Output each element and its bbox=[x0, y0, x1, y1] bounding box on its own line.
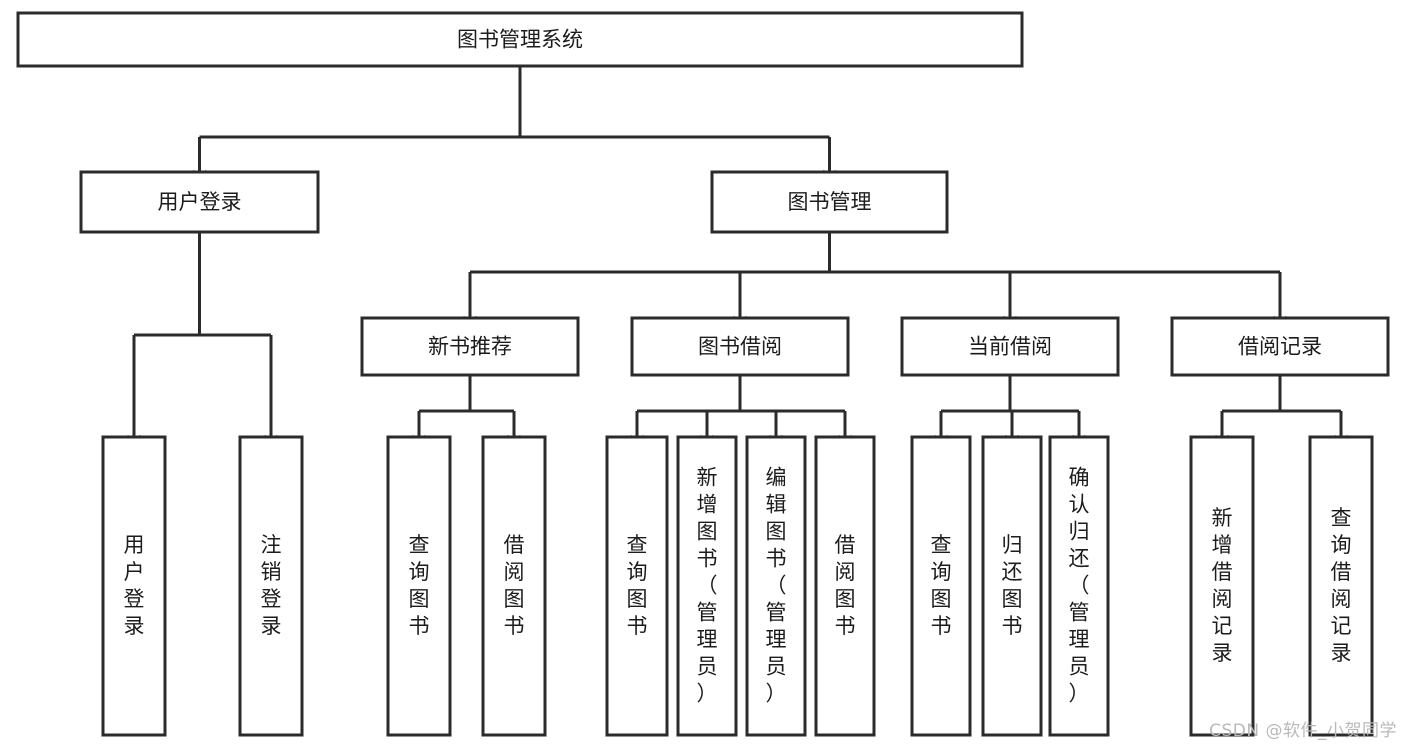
node-leaf-add-book[interactable]: 新增图书（管理员） bbox=[676, 435, 738, 737]
node-leaf-edit-book[interactable]: 编辑图书（管理员） bbox=[745, 435, 807, 737]
node-leaf-edit-book-label: 编辑图书（管理员） bbox=[766, 466, 787, 706]
node-leaf-query-book-2-rect[interactable] bbox=[605, 435, 669, 737]
node-user-login-rect[interactable] bbox=[79, 170, 320, 234]
node-leaf-borrow-book-2[interactable]: 借阅图书 bbox=[814, 435, 876, 737]
node-leaf-borrow-book-2-rect[interactable] bbox=[814, 435, 876, 737]
node-leaf-user-login[interactable]: 用户登录 bbox=[101, 435, 167, 737]
node-leaf-query-book-3-label: 查询图书 bbox=[931, 533, 952, 638]
node-leaf-add-record-rect[interactable] bbox=[1189, 435, 1255, 737]
node-leaf-query-book-3[interactable]: 查询图书 bbox=[910, 435, 972, 737]
node-borrow-record-label: 借阅记录 bbox=[1238, 335, 1322, 359]
node-leaf-return-book[interactable]: 归还图书 bbox=[981, 435, 1043, 737]
node-leaf-query-book-2-label: 查询图书 bbox=[627, 533, 648, 638]
node-borrow-record[interactable]: 借阅记录 bbox=[1170, 316, 1390, 377]
node-current-borrow-label: 当前借阅 bbox=[968, 335, 1052, 359]
node-book-borrow-label: 图书借阅 bbox=[698, 335, 782, 359]
node-leaf-add-record-label: 新增借阅记录 bbox=[1212, 506, 1233, 665]
connector-layer bbox=[127, 66, 1348, 446]
node-book-manage-rect[interactable] bbox=[710, 170, 949, 234]
node-leaf-borrow-book-1[interactable]: 借阅图书 bbox=[481, 435, 547, 737]
node-current-borrow-rect[interactable] bbox=[900, 316, 1120, 377]
node-leaf-edit-book-rect[interactable] bbox=[745, 435, 807, 737]
node-leaf-user-login-label: 用户登录 bbox=[124, 533, 145, 638]
node-user-login[interactable]: 用户登录 bbox=[79, 170, 320, 234]
node-user-login-label: 用户登录 bbox=[158, 190, 242, 214]
node-leaf-user-login-rect[interactable] bbox=[101, 435, 167, 737]
node-root-rect[interactable] bbox=[16, 11, 1024, 68]
node-leaf-confirm-return-label: 确认归还（管理员） bbox=[1069, 466, 1090, 706]
node-new-book-recommend[interactable]: 新书推荐 bbox=[360, 316, 580, 377]
node-leaf-return-book-label: 归还图书 bbox=[1002, 533, 1023, 638]
node-leaf-logout-label: 注销登录 bbox=[261, 533, 282, 638]
node-book-manage[interactable]: 图书管理 bbox=[710, 170, 949, 234]
node-leaf-confirm-return[interactable]: 确认归还（管理员） bbox=[1048, 435, 1110, 737]
node-current-borrow[interactable]: 当前借阅 bbox=[900, 316, 1120, 377]
node-leaf-borrow-book-1-rect[interactable] bbox=[481, 435, 547, 737]
node-leaf-query-book-1-rect[interactable] bbox=[386, 435, 452, 737]
node-book-borrow[interactable]: 图书借阅 bbox=[630, 316, 850, 377]
node-leaf-add-book-label: 新增图书（管理员） bbox=[697, 466, 718, 706]
node-leaf-query-book-1-label: 查询图书 bbox=[409, 533, 430, 638]
node-borrow-record-rect[interactable] bbox=[1170, 316, 1390, 377]
node-leaf-query-record[interactable]: 查询借阅记录 bbox=[1308, 435, 1374, 737]
node-book-borrow-rect[interactable] bbox=[630, 316, 850, 377]
node-leaf-query-book-2[interactable]: 查询图书 bbox=[605, 435, 669, 737]
node-leaf-confirm-return-rect[interactable] bbox=[1048, 435, 1110, 737]
node-leaf-query-book-1[interactable]: 查询图书 bbox=[386, 435, 452, 737]
node-new-book-recommend-label: 新书推荐 bbox=[428, 335, 512, 359]
node-leaf-borrow-book-2-label: 借阅图书 bbox=[835, 533, 856, 638]
node-leaf-query-record-rect[interactable] bbox=[1308, 435, 1374, 737]
node-layer: 图书管理系统用户登录图书管理新书推荐图书借阅当前借阅借阅记录用户登录注销登录查询… bbox=[16, 11, 1390, 737]
node-leaf-query-book-3-rect[interactable] bbox=[910, 435, 972, 737]
node-leaf-logout-rect[interactable] bbox=[238, 435, 304, 737]
node-root[interactable]: 图书管理系统 bbox=[16, 11, 1024, 68]
node-book-manage-label: 图书管理 bbox=[788, 190, 872, 214]
node-new-book-recommend-rect[interactable] bbox=[360, 316, 580, 377]
node-leaf-borrow-book-1-label: 借阅图书 bbox=[504, 533, 525, 638]
node-root-label: 图书管理系统 bbox=[457, 28, 583, 52]
node-leaf-logout[interactable]: 注销登录 bbox=[238, 435, 304, 737]
node-leaf-add-record[interactable]: 新增借阅记录 bbox=[1189, 435, 1255, 737]
node-leaf-add-book-rect[interactable] bbox=[676, 435, 738, 737]
node-leaf-return-book-rect[interactable] bbox=[981, 435, 1043, 737]
node-leaf-query-record-label: 查询借阅记录 bbox=[1331, 506, 1352, 665]
